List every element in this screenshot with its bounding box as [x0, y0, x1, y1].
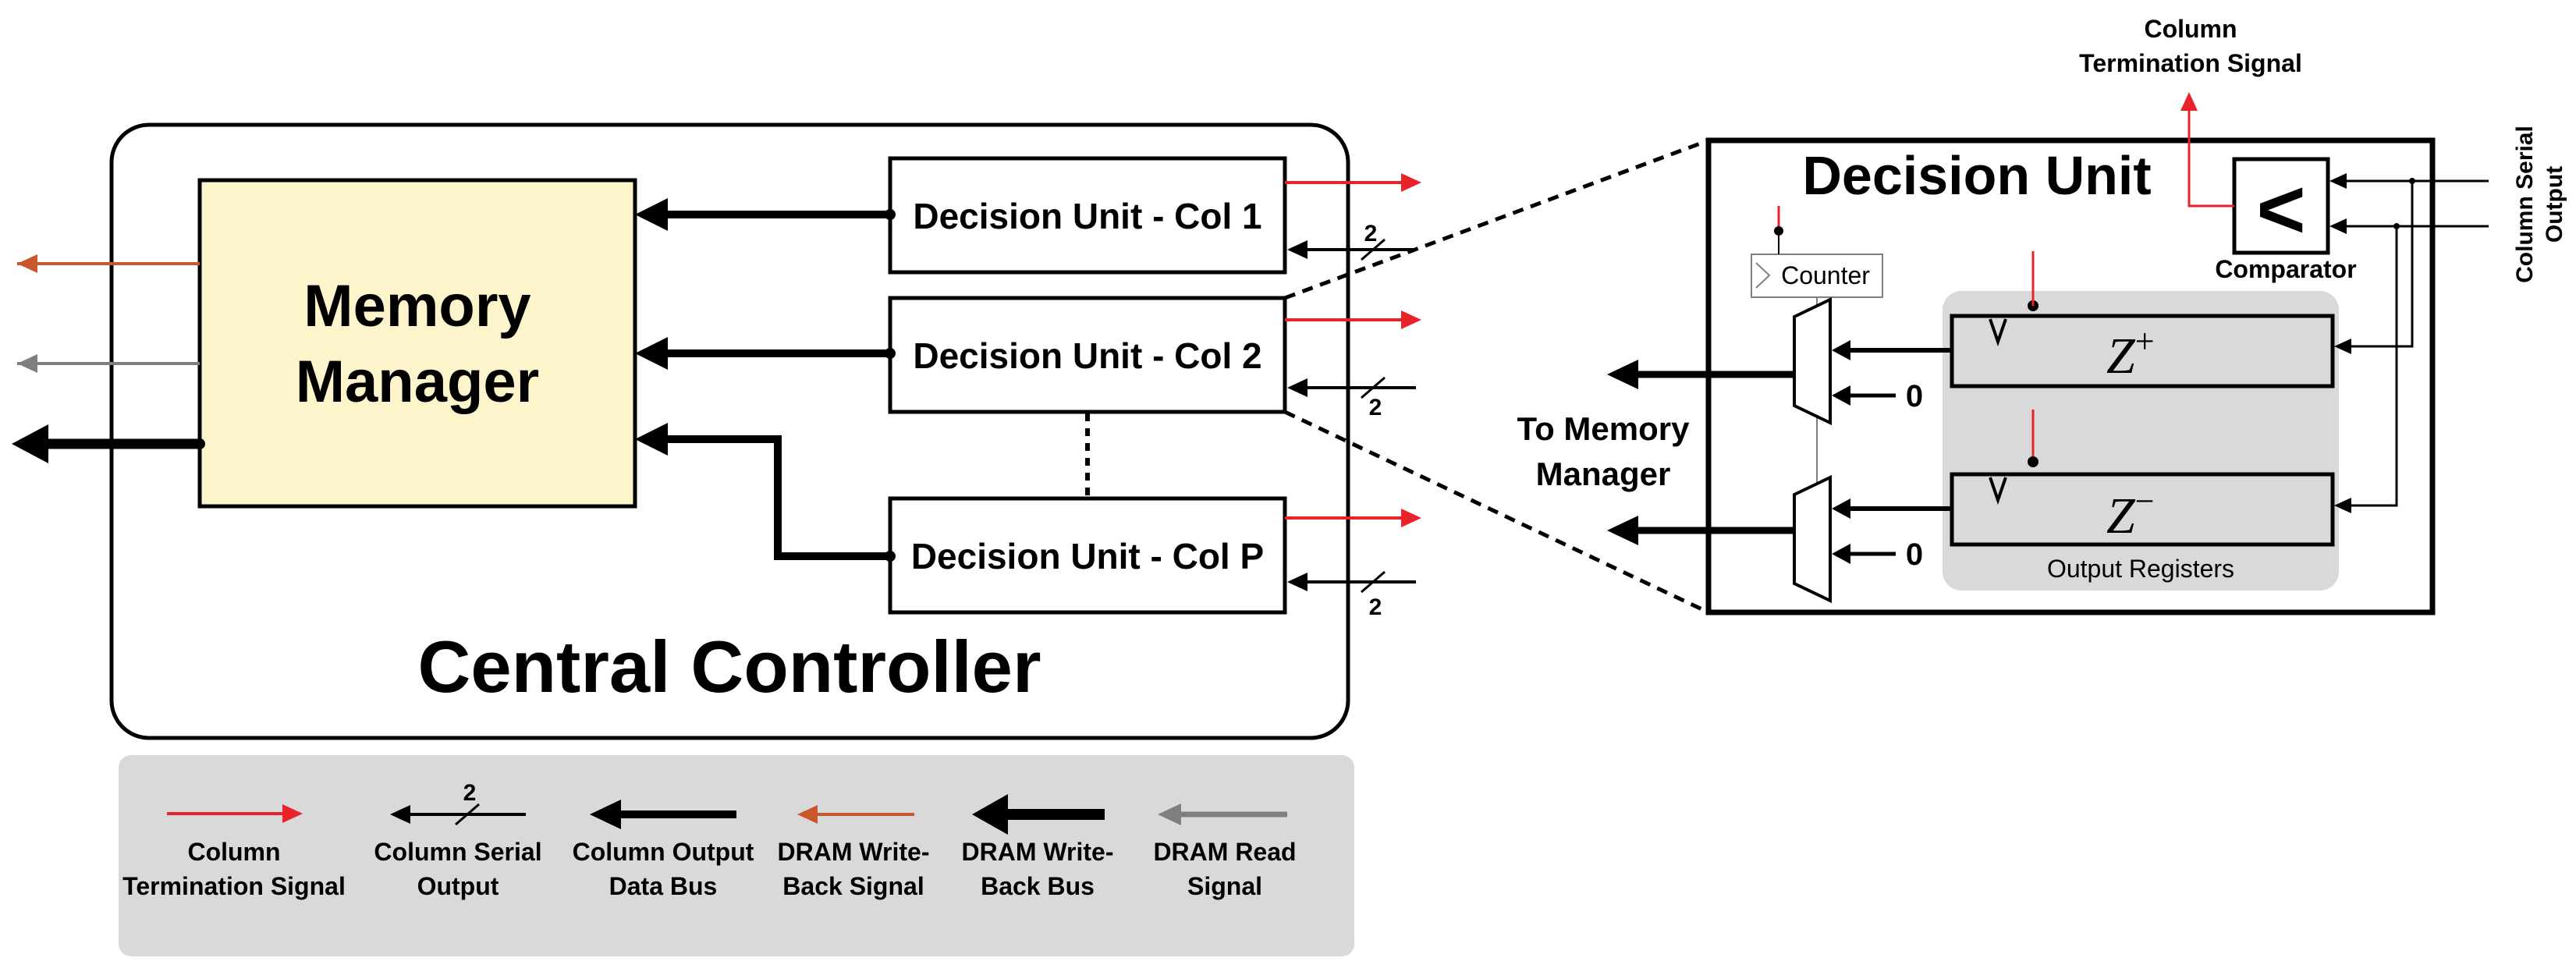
colp-serial-slash	[1361, 570, 1386, 594]
output-registers-label: Output Registers	[2047, 555, 2234, 583]
comparator-termination-wire	[2187, 109, 2234, 208]
col1-serial-arrowhead	[1287, 240, 1308, 259]
legend-write-back-bus-line1: DRAM Write-	[962, 838, 1114, 866]
serial-input-bottom-arrowhead	[2329, 218, 2347, 234]
legend-serial-width: 2	[463, 780, 477, 806]
col2-bus-dot	[885, 348, 896, 359]
to-memory-manager-line2: Manager	[1536, 456, 1671, 492]
counter-box	[1751, 254, 1883, 298]
col1-serial-slash	[1361, 238, 1386, 261]
zoom-line-top	[1284, 138, 1709, 300]
mux-top-output-arrowhead	[1607, 360, 1638, 389]
zero-to-mux-bottom-arrowhead	[1832, 544, 1850, 564]
register-z-plus-label: Z+	[2106, 322, 2155, 385]
legend-serial-line2: Output	[417, 872, 499, 900]
memory-manager-box	[197, 178, 637, 509]
legend-read-signal-line2: Signal	[1187, 872, 1262, 900]
memory-manager-label-line2: Manager	[296, 349, 540, 415]
legend-read-signal-arrowhead	[1158, 803, 1181, 825]
z-minus-enable-dot	[2028, 456, 2038, 467]
legend-termination-line1: Column	[187, 838, 280, 866]
legend-write-back-signal-arrowhead	[797, 805, 818, 824]
serial-input-top-arrowhead	[2329, 173, 2347, 189]
legend-write-back-bus-line2: Back Bus	[981, 872, 1095, 900]
col2-data-bus-arrowhead	[635, 337, 668, 370]
legend-write-back-signal-line1: DRAM Write-	[778, 838, 930, 866]
dram-read-signal-arrowhead	[17, 354, 37, 373]
colp-serial-arrowhead	[1287, 573, 1308, 591]
counter-enable-dot	[1774, 226, 1783, 236]
legend-read-signal-line1: DRAM Read	[1153, 838, 1296, 866]
counter-label: Counter	[1781, 261, 1870, 289]
mux-bottom	[1793, 474, 1832, 604]
decision-unit-col1-label: Decision Unit - Col 1	[913, 196, 1261, 236]
counter-clock-icon	[1755, 262, 1771, 289]
legend-data-bus-line2: Data Bus	[609, 872, 718, 900]
col1-serial-width: 2	[1364, 221, 1378, 247]
colp-bus-dot	[885, 551, 896, 562]
central-controller-label: Central Controller	[417, 626, 1041, 708]
dram-write-back-bus-arrowhead	[12, 424, 48, 463]
register-z-plus	[1950, 314, 2335, 388]
serial-to-z-minus-arrowhead	[2334, 498, 2351, 513]
colp-serial-width: 2	[1369, 594, 1382, 620]
col1-data-bus-arrowhead	[635, 198, 668, 231]
mux-bottom-zero: 0	[1906, 537, 1923, 572]
to-memory-manager-line1: To Memory	[1517, 410, 1691, 447]
decision-unit-colp-label: Decision Unit - Col P	[911, 536, 1264, 576]
legend-termination-line2: Termination Signal	[122, 872, 346, 900]
legend-serial-line1: Column Serial	[374, 838, 541, 866]
colp-termination-arrowhead	[1401, 509, 1421, 527]
z-plus-to-mux-arrowhead	[1832, 340, 1850, 360]
legend-termination-arrowhead	[282, 804, 303, 823]
z-minus-to-mux-arrowhead	[1832, 498, 1850, 519]
column-serial-output-label-line2: Output	[2542, 166, 2567, 243]
col2-serial-width: 2	[1369, 395, 1382, 420]
mux-top-zero: 0	[1906, 379, 1923, 413]
zoom-line-bottom	[1283, 410, 1710, 615]
register-z-minus-label: Z−	[2106, 482, 2155, 544]
z-minus-clock-icon	[1989, 477, 2007, 505]
z-plus-clock-icon	[1989, 318, 2007, 347]
write-back-bus-dot	[194, 438, 205, 449]
serial-to-z-plus-arrowhead	[2334, 339, 2351, 354]
register-z-minus	[1950, 472, 2335, 547]
column-termination-label-line2: Termination Signal	[2079, 49, 2302, 77]
col1-termination-arrowhead	[1401, 173, 1421, 192]
legend-box	[119, 755, 1354, 956]
memory-manager-label-line1: Memory	[303, 273, 530, 339]
serial-to-z-minus	[2350, 226, 2398, 507]
colp-data-bus	[663, 435, 890, 560]
legend-data-bus-arrowhead	[590, 800, 621, 829]
decision-unit-col1-box	[888, 156, 1287, 275]
decision-unit-col2-label: Decision Unit - Col 2	[913, 335, 1261, 376]
legend-serial-arrowhead	[390, 805, 410, 824]
dram-write-back-signal-arrowhead	[17, 254, 37, 273]
column-serial-output-label-line1: Column Serial	[2512, 126, 2538, 283]
zero-to-mux-top-arrowhead	[1832, 385, 1850, 406]
serial-junction-bottom	[2393, 223, 2400, 229]
serial-junction-top	[2409, 178, 2415, 184]
comparator-termination-arrowhead	[2180, 92, 2198, 111]
decision-unit-detail-title: Decision Unit	[1802, 145, 2151, 206]
colp-data-bus-arrowhead	[635, 423, 668, 456]
col2-serial-slash	[1361, 376, 1386, 399]
legend-data-bus-line1: Column Output	[573, 838, 754, 866]
legend-write-back-signal-line2: Back Signal	[782, 872, 924, 900]
legend-write-back-bus-arrowhead	[972, 794, 1008, 835]
col1-bus-dot	[885, 209, 896, 220]
mux-top	[1793, 296, 1832, 426]
mux-bottom-output-arrowhead	[1607, 516, 1638, 545]
col2-termination-arrowhead	[1401, 310, 1421, 329]
col2-serial-arrowhead	[1287, 378, 1308, 397]
comparator-label: Comparator	[2215, 255, 2356, 283]
serial-to-z-plus	[2350, 181, 2414, 348]
comparator-symbol: <	[2256, 161, 2305, 256]
decision-unit-colp-box	[888, 496, 1287, 615]
legend-serial-slash	[455, 803, 480, 826]
comparator-box	[2232, 157, 2330, 255]
column-termination-label-line1: Column	[2144, 15, 2237, 43]
